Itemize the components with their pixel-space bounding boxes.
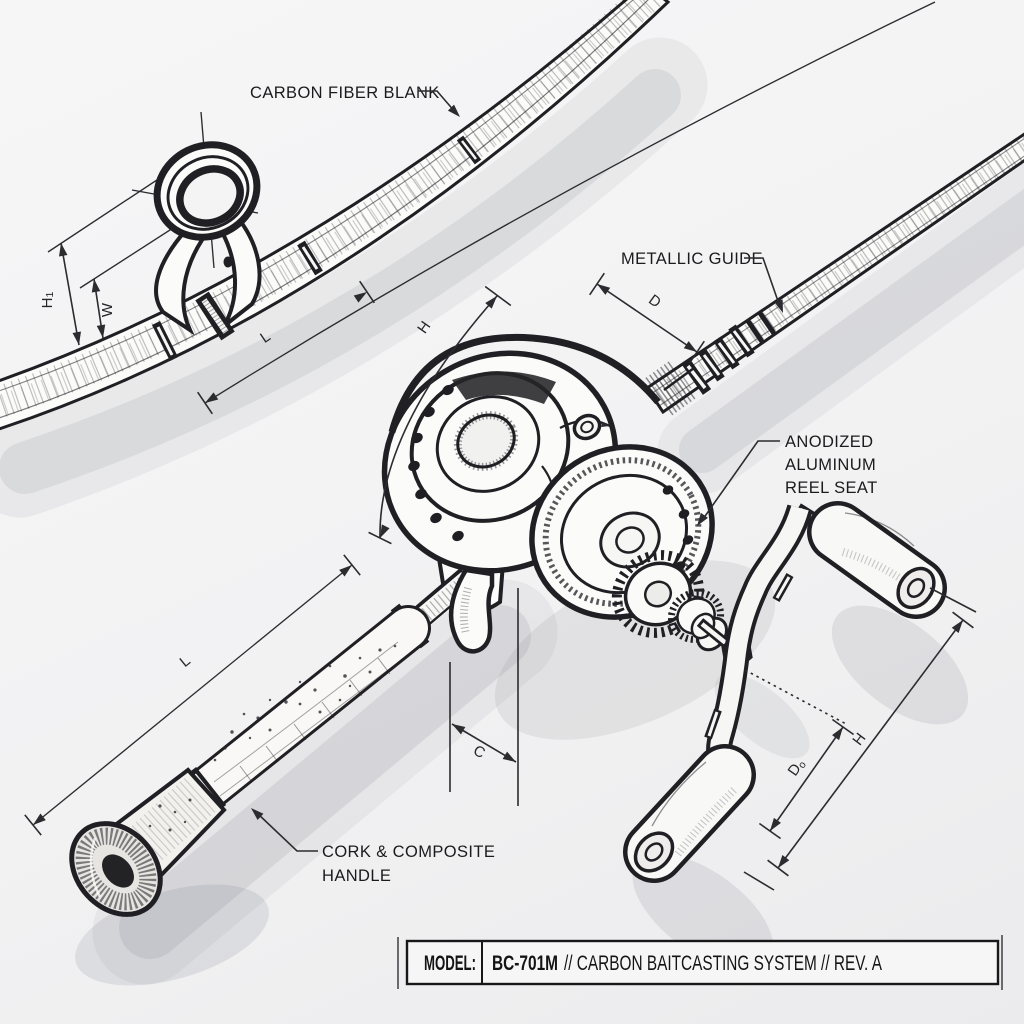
dimension-c: C xyxy=(449,588,519,806)
callout-carbon-fiber-blank: CARBON FIBER BLANK xyxy=(250,84,464,120)
guide-frame-hole xyxy=(223,256,233,268)
spool-arbor xyxy=(456,413,516,469)
callout-reel-seat: ANODIZED ALUMINUM REEL SEAT xyxy=(693,433,878,529)
dim-label-d-knob: Do xyxy=(785,756,809,780)
guide-wrap-ring xyxy=(745,319,766,345)
lower-knob-end-cap xyxy=(633,831,675,873)
rod-guide-detail-view xyxy=(0,0,671,431)
upper-knob-end-cap xyxy=(896,566,936,610)
dimension-h1: H1 xyxy=(39,242,84,346)
reel-handle-assembly xyxy=(623,501,947,883)
callout-label: ANODIZED xyxy=(785,433,873,451)
butt-end-core xyxy=(102,854,134,888)
callout-cork-handle: CORK & COMPOSITE HANDLE xyxy=(248,804,495,885)
baitcast-reel xyxy=(381,333,753,669)
callout-label: ALUMINUM xyxy=(785,456,876,474)
title-block: MODEL: BC-701M// CARBON BAITCASTING SYST… xyxy=(397,935,1003,990)
dimension-h-handle: H xyxy=(743,587,977,891)
model-description: BC-701M// CARBON BAITCASTING SYSTEM // R… xyxy=(492,952,882,975)
dimension-d-guide: D xyxy=(589,272,705,364)
handle-grip xyxy=(69,537,507,917)
tension-knob xyxy=(572,413,602,441)
model-label: MODEL: xyxy=(424,952,476,975)
callout-label: CORK & COMPOSITE xyxy=(322,843,495,861)
dim-label-d-guide: D xyxy=(645,291,664,311)
dim-label-c: C xyxy=(470,742,488,762)
callout-label: CARBON FIBER BLANK xyxy=(250,84,440,102)
callout-metallic-guide: METALLIC GUIDE xyxy=(621,250,788,315)
title-block-frame xyxy=(405,939,1000,986)
spool-perforations xyxy=(408,384,464,542)
seat-locking-collar xyxy=(643,361,696,417)
guide-ceramic-insert xyxy=(176,165,244,227)
cork-foregrip xyxy=(186,608,428,810)
guide-frame-leg xyxy=(154,227,205,336)
main-rod xyxy=(643,132,1024,417)
cork-grid-texture xyxy=(239,657,391,783)
callout-label: HANDLE xyxy=(322,867,391,885)
dimension-w: W xyxy=(89,278,116,339)
reel-frame-arc xyxy=(388,333,661,433)
callout-label: REEL SEAT xyxy=(785,479,878,497)
dim-label-h1: H1 xyxy=(39,292,56,309)
guide-wrap-ring xyxy=(757,311,778,337)
butt-speckles xyxy=(148,798,192,832)
trigger-grip xyxy=(448,567,495,654)
dim-label-w: W xyxy=(99,302,116,317)
cork-speckles xyxy=(213,644,397,762)
dim-label-l-handle: L xyxy=(177,652,194,670)
callout-label: METALLIC GUIDE xyxy=(621,250,763,268)
frame-window xyxy=(452,371,556,404)
